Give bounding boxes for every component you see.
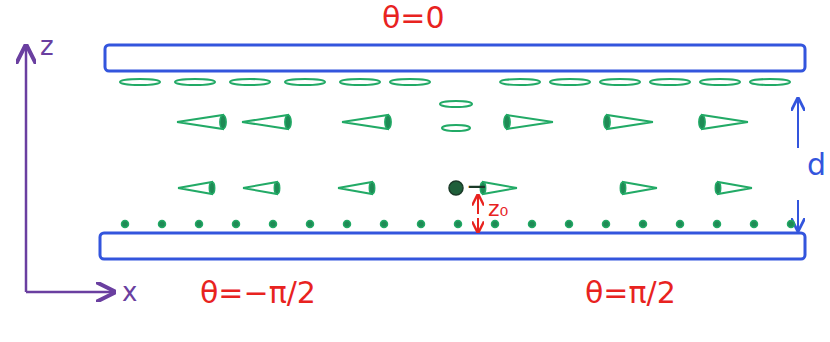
defect-sign: − <box>466 173 488 199</box>
director-glyph <box>529 221 536 228</box>
angle-label: θ=−π/2 <box>200 278 316 308</box>
director-glyph <box>455 221 462 228</box>
angle-label: θ=0 <box>382 3 445 33</box>
director-glyph <box>120 79 160 85</box>
gap-arrow <box>797 100 799 148</box>
director-glyph <box>175 79 215 85</box>
director-glyph <box>603 221 610 228</box>
z-axis <box>25 48 28 292</box>
director-glyph <box>340 79 380 85</box>
angle-label: θ=π/2 <box>585 278 676 308</box>
director-glyph <box>677 221 684 228</box>
director-glyph <box>640 221 647 228</box>
director-glyph <box>344 221 351 228</box>
bottom-plate <box>100 233 805 259</box>
director-glyph <box>285 79 325 85</box>
director-glyph <box>650 79 690 85</box>
director-glyph <box>699 115 748 129</box>
director-glyph <box>381 221 388 228</box>
axis-label: z <box>40 33 54 59</box>
director-glyph <box>600 79 640 85</box>
director-glyph <box>440 101 472 107</box>
x-axis <box>26 291 112 294</box>
top-plate <box>105 45 805 71</box>
height-label: z₀ <box>488 198 508 220</box>
gap-arrow <box>797 200 799 229</box>
director-glyph <box>342 115 391 129</box>
director-glyph <box>122 221 129 228</box>
director-glyph <box>233 221 240 228</box>
director-glyph <box>714 221 721 228</box>
director-glyph <box>500 79 540 85</box>
director-glyph <box>159 221 166 228</box>
director-glyph <box>242 115 291 129</box>
director-glyph <box>550 79 590 85</box>
director-glyph <box>338 182 375 194</box>
director-glyph <box>442 125 470 131</box>
director-glyph <box>504 115 553 129</box>
director-glyph <box>604 115 653 129</box>
gap-label: d <box>807 150 826 180</box>
director-glyph <box>751 221 758 228</box>
director-glyph <box>788 221 795 228</box>
director-glyph <box>620 182 657 194</box>
axis-label: x <box>122 279 137 305</box>
director-glyph <box>243 182 280 194</box>
director-glyph <box>492 221 499 228</box>
director-glyph <box>750 79 790 85</box>
director-glyph <box>418 221 425 228</box>
director-glyph <box>566 221 573 228</box>
director-glyph <box>270 221 277 228</box>
height-arrow <box>477 218 479 231</box>
director-glyph <box>700 79 740 85</box>
director-glyph <box>177 115 226 129</box>
director-glyph <box>715 182 752 194</box>
director-glyph <box>390 79 430 85</box>
director-glyph <box>307 221 314 228</box>
defect-point <box>449 181 463 195</box>
director-glyph <box>230 79 270 85</box>
director-glyph <box>196 221 203 228</box>
director-glyph <box>178 182 215 194</box>
